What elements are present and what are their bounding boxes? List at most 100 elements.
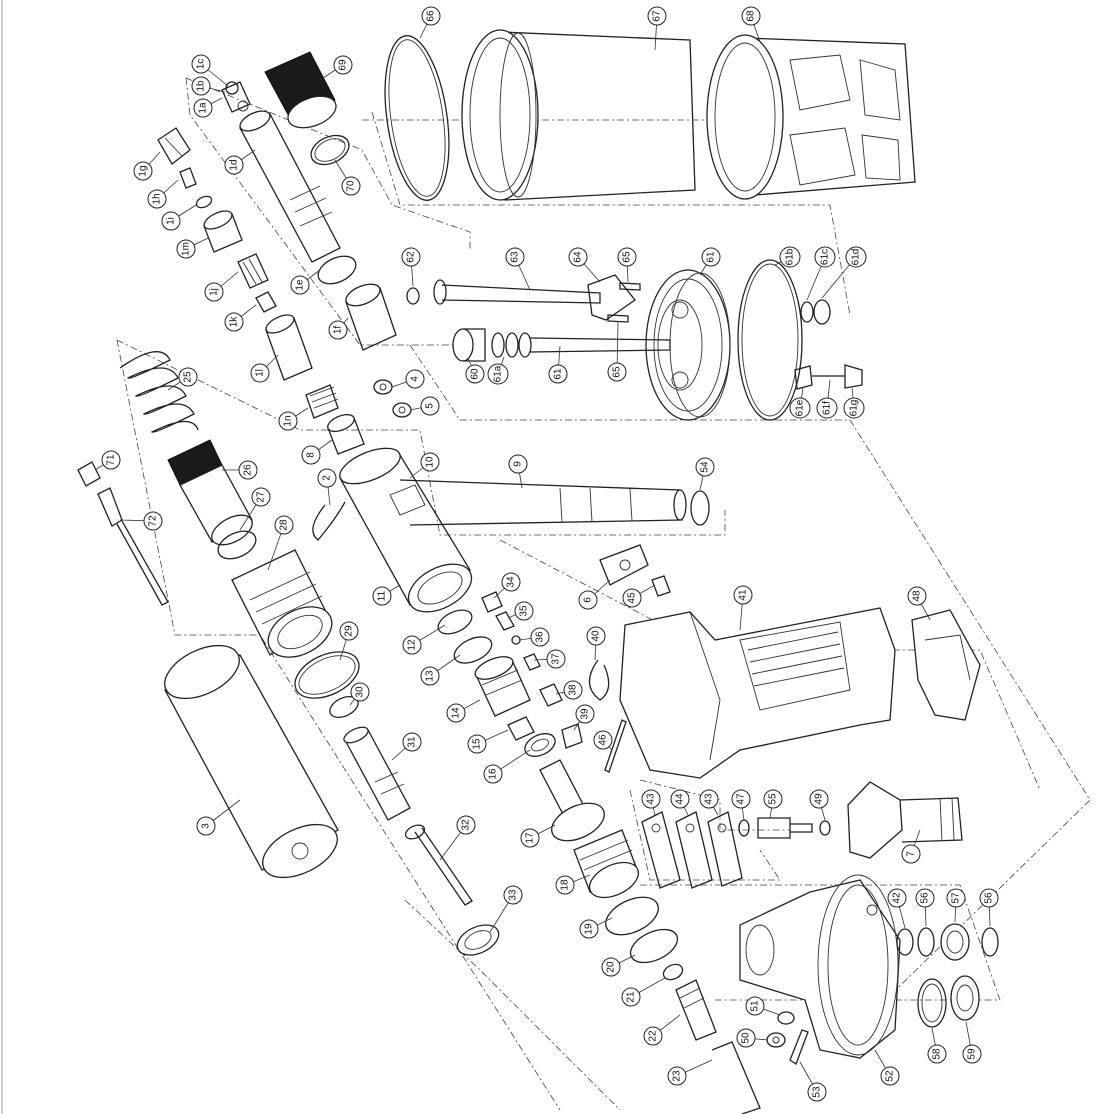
callout-bubble-60 [465,364,485,384]
part-61d-nut [813,299,831,325]
callout-label-1a: 1a [198,102,209,114]
callout-label-71: 71 [106,454,117,466]
part-43-gasket-b [707,811,743,887]
callout-bubble-1j [204,282,224,302]
callout-label-36: 36 [535,631,546,643]
callout-56b: 56 [979,888,999,927]
callout-bubble-32 [456,815,476,835]
callout-bubble-39 [575,704,595,724]
part-4-fitting [373,379,393,395]
callout-label-1f: 1f [333,326,344,335]
part-56-seal-a [917,927,935,957]
callout-label-51: 51 [750,1000,761,1012]
callout-1l: 1l [250,354,279,383]
callout-bubble-30 [350,682,370,702]
part-67-cylinder-housing [461,29,696,201]
callout-bubble-38 [563,680,583,700]
callout-bubble-53 [807,1082,827,1102]
callout-bubble-61a_ [701,247,721,267]
part-40-clip [588,659,610,701]
callout-21: 21 [621,977,666,1007]
part-16-bearing [524,733,556,757]
callout-bubble-52 [880,1066,900,1086]
callout-label-40: 40 [591,630,602,642]
callout-label-61c: 61c [820,249,831,265]
callout-label-41: 41 [738,589,749,601]
callout-bubble-61g [843,397,865,419]
part-45-spring [651,575,671,597]
callout-11: 11 [372,584,401,606]
part-42-bushing [896,928,914,956]
part-32-rod [404,824,473,906]
callout-label-49: 49 [814,793,825,805]
callout-label-31: 31 [407,736,418,748]
callout-bubble-10 [420,452,440,472]
callout-label-56b: 56 [984,892,995,904]
part-5-washer [392,402,412,418]
callout-12: 12 [402,624,446,655]
part-17-shaft-flange [539,759,605,842]
part-25-spring [119,351,199,433]
part-26-knurled-housing [167,439,253,546]
callout-label-58: 58 [932,1048,943,1060]
callout-48: 48 [907,586,931,621]
callout-bubble-43b [699,789,719,809]
callout-49: 49 [809,789,829,821]
callout-72: 72 [119,511,163,531]
callout-67: 67 [647,6,667,51]
callout-label-60: 60 [470,368,481,380]
callout-label-56a: 56 [920,892,931,904]
callout-label-18: 18 [560,879,571,891]
part-61a-seals [491,332,532,358]
callout-label-23: 23 [672,1070,683,1082]
callout-38: 38 [555,680,583,700]
callout-1b: 1b [191,76,226,96]
callout-label-61g: 61g [849,400,860,417]
callout-bubble-64 [568,247,588,267]
callout-label-61d: 61d [851,249,862,266]
callout-15: 15 [467,729,509,754]
callout-bubble-5 [420,396,440,416]
part-65-screw-upper [619,282,641,291]
callout-label-9: 9 [513,461,524,467]
part-2-hook [312,501,346,541]
callout-label-1e: 1e [295,279,306,291]
callout-53: 53 [799,1061,827,1102]
part-6-trigger-plate [599,544,649,586]
callout-label-5: 5 [425,403,436,409]
callout-bubble-46 [593,730,613,750]
part-35-valve [495,611,515,631]
callout-label-61e: 61e [795,399,806,416]
callout-label-1k: 1k [229,316,240,328]
callout-label-12: 12 [407,639,418,651]
part-52-base-housing [739,874,901,1059]
callout-61d: 61d [821,246,867,299]
callout-bubble-61s [548,364,568,384]
callout-label-33: 33 [508,889,519,901]
callout-bubble-8 [301,445,321,465]
callout-label-44: 44 [675,793,686,805]
callout-label-65a: 65 [622,251,633,263]
part-1f-sleeve [345,283,397,351]
part-60-sleeve [452,328,486,362]
callout-label-70: 70 [346,180,357,192]
callout-label-38: 38 [568,684,579,696]
callout-bubble-40 [586,626,606,646]
callout-62: 62 [401,247,421,287]
callout-5: 5 [409,396,440,416]
part-54-oring [690,490,710,526]
callout-bubble-1h [147,189,167,209]
callout-label-39: 39 [580,708,591,720]
callout-bubble-43a [641,789,661,809]
callout-59: 59 [962,1021,982,1064]
callout-bubble-27 [251,487,271,507]
callout-label-61a: 61a [493,365,504,382]
callout-label-1c: 1c [196,59,207,70]
callout-label-57: 57 [951,892,962,904]
callout-label-29: 29 [344,625,355,637]
callout-34: 34 [493,572,521,599]
callout-65b: 65 [607,321,627,382]
callout-label-42: 42 [892,892,903,904]
callout-label-1j: 1j [209,288,220,296]
